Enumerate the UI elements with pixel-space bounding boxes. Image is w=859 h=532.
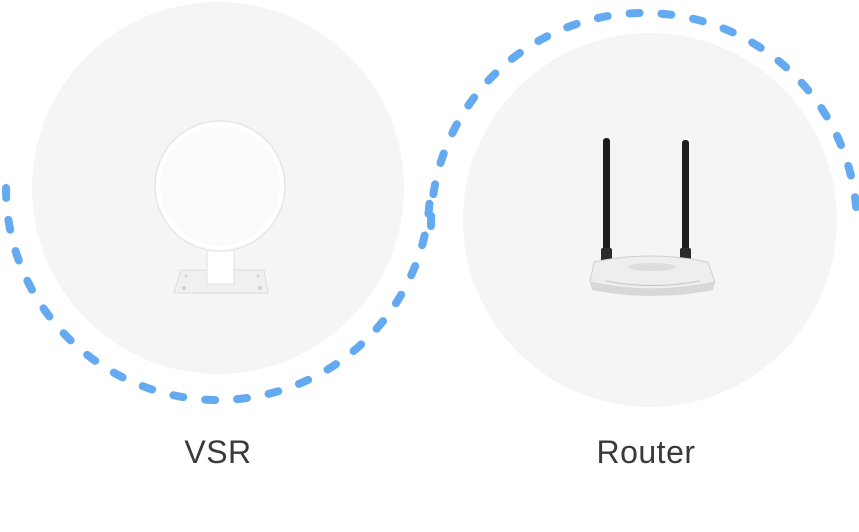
router-label: Router [596,434,696,470]
vsr-antenna-icon [154,120,286,294]
vsr-label: VSR [184,434,252,470]
vsr-dashed-ring [2,184,434,404]
router-background-circle [463,33,837,407]
router-dashed-ring [427,9,859,230]
wifi-router-icon [589,138,716,296]
